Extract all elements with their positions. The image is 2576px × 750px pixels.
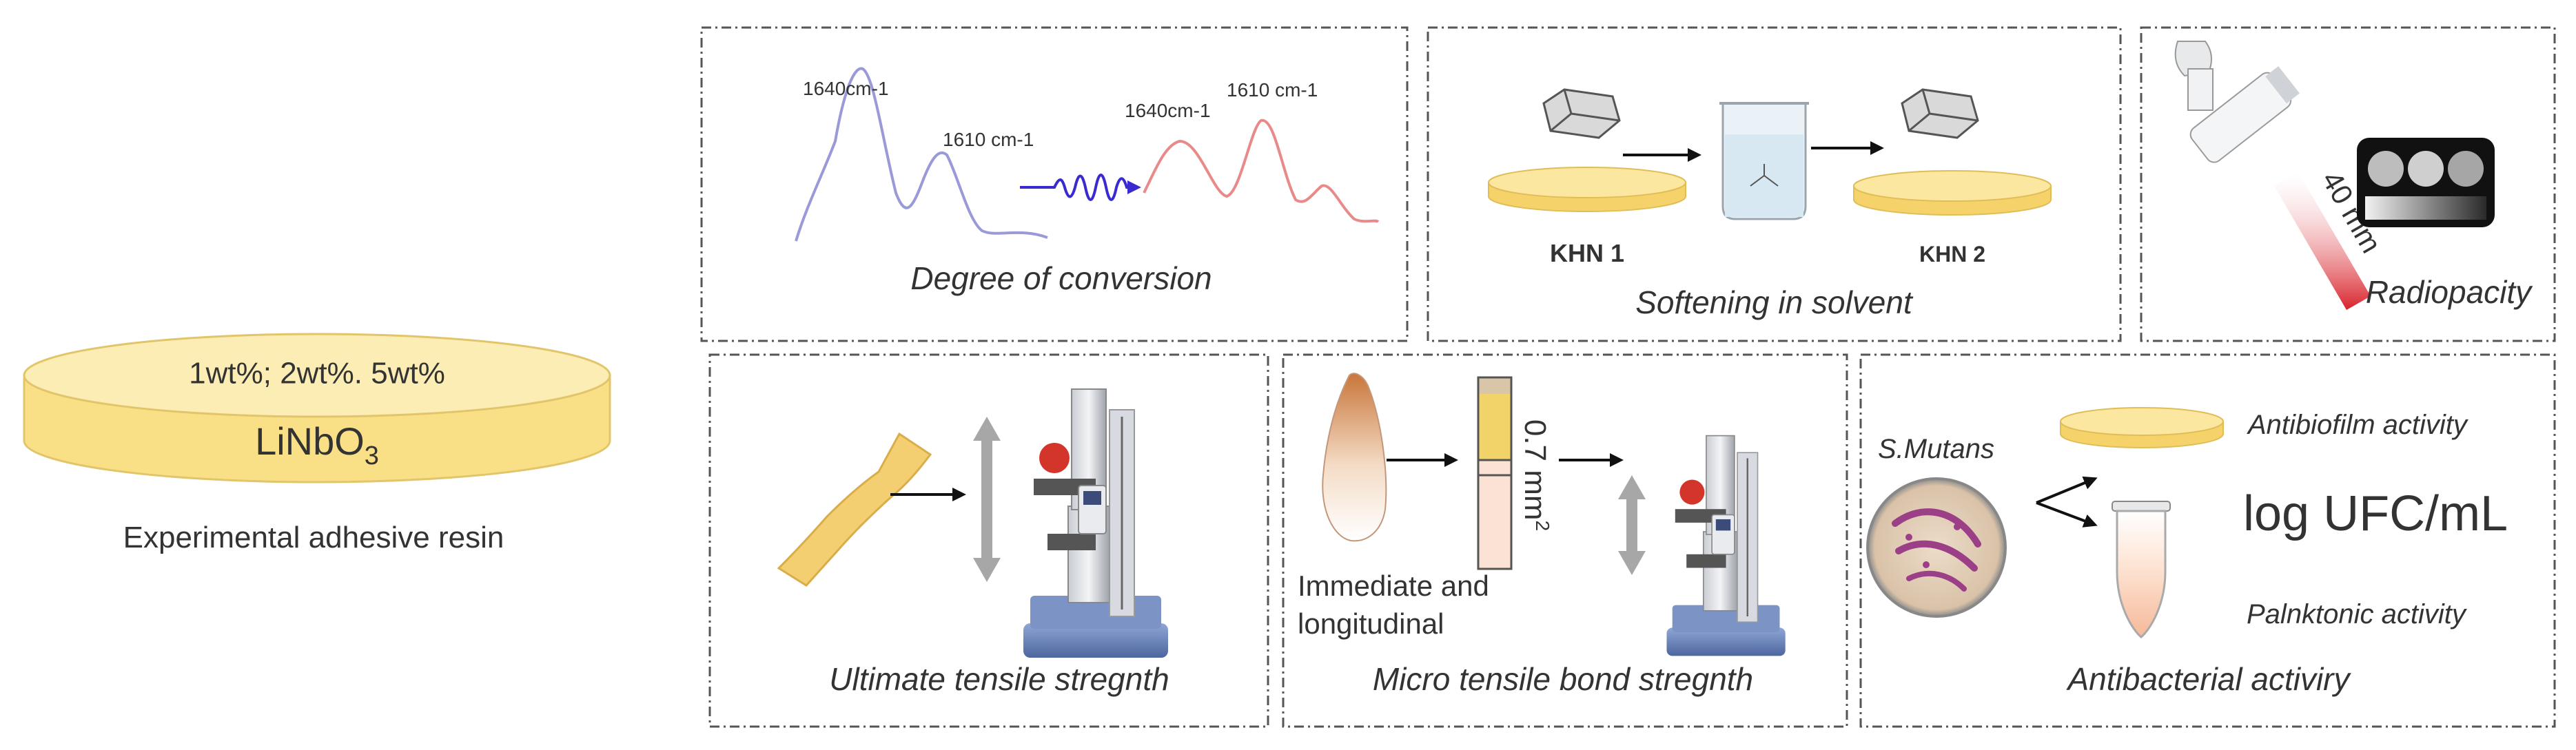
xray-device-icon xyxy=(2174,41,2300,163)
resin-compound-main: LiNbO xyxy=(255,419,365,463)
arrow-to-planktonic xyxy=(2036,501,2098,528)
arrow-to-biofilm xyxy=(2036,476,2098,504)
peak-label-1640-before: 1640cm-1 xyxy=(803,78,889,99)
resin-caption: Experimental adhesive resin xyxy=(123,521,504,554)
khn1-label: KHN 1 xyxy=(1550,239,1624,267)
light-wave-icon xyxy=(1020,174,1141,201)
micro-tensile-caption: Micro tensile bond stregnth xyxy=(1373,661,1753,697)
bond-area-value: 0.7 mm xyxy=(1518,419,1552,521)
antibiofilm-label: Antibiofilm activity xyxy=(2247,410,2469,440)
resin-disk xyxy=(23,333,611,483)
organism-label: S.Mutans xyxy=(1878,434,1994,464)
spectrum-after-curve xyxy=(1143,118,1380,223)
peak-label-1610-after: 1610 cm-1 xyxy=(1227,79,1318,101)
beaker-icon xyxy=(1719,102,1809,220)
degree-of-conversion-caption: Degree of conversion xyxy=(910,260,1212,296)
petri-dish-icon xyxy=(1866,477,2007,618)
panel-radiopacity xyxy=(2140,26,2556,342)
biofilm-disk-icon xyxy=(2060,407,2224,448)
tensile-caption: Ultimate tensile stregnth xyxy=(829,661,1169,697)
planktonic-label: Palnktonic activity xyxy=(2247,599,2468,629)
bond-area-label: 0.7 mm2 xyxy=(1518,419,1553,531)
panel-softening-in-solvent xyxy=(1427,26,2122,342)
antibacterial-caption: Antibacterial activiry xyxy=(2065,661,2351,697)
bonded-stick-specimen-icon xyxy=(1477,376,1513,570)
timing-line-1: Immediate and xyxy=(1298,570,1489,602)
spectrum-before-curve xyxy=(795,67,1048,242)
tooth-icon xyxy=(1322,373,1387,542)
tensile-specimen-icon xyxy=(777,432,932,587)
resin-concentrations: 1wt%; 2wt%. 5wt% xyxy=(189,357,445,390)
radiopacity-caption: Radiopacity xyxy=(2366,274,2533,310)
disk-before-solvent xyxy=(1488,167,1686,212)
panel-degree-of-conversion xyxy=(700,26,1409,342)
softening-caption: Softening in solvent xyxy=(1635,284,1914,320)
resin-compound-sub: 3 xyxy=(365,441,379,470)
panel-micro-tensile-bond-strength xyxy=(1282,353,1848,728)
peak-label-1640-after: 1640cm-1 xyxy=(1125,100,1211,121)
timing-line-2: longitudinal xyxy=(1298,607,1444,640)
disk-after-solvent xyxy=(1853,170,2052,216)
peak-label-1610-before: 1610 cm-1 xyxy=(943,129,1034,150)
panel-ultimate-tensile-strength xyxy=(708,353,1269,728)
panel-antibacterial-activity xyxy=(1859,353,2556,728)
micro-stretch-arrow-icon xyxy=(1618,475,1646,575)
tensile-stretch-arrow-icon xyxy=(973,417,1001,582)
resin-compound: LiNbO3 xyxy=(255,419,379,470)
bond-area-sup: 2 xyxy=(1532,521,1553,532)
khn2-label: KHN 2 xyxy=(1919,242,1985,267)
hardness-indenter-icon-1 xyxy=(1542,88,1621,139)
hardness-indenter-icon-2 xyxy=(1901,88,1979,139)
units-label: log UFC/mL xyxy=(2243,486,2508,541)
radiopacity-step-wedge-icon xyxy=(2357,138,2495,227)
xray-beam xyxy=(2274,172,2371,310)
microtube-icon xyxy=(2112,501,2171,638)
tensile-testing-machine-icon xyxy=(1022,388,1169,659)
micro-tensile-machine-icon xyxy=(1666,435,1786,657)
